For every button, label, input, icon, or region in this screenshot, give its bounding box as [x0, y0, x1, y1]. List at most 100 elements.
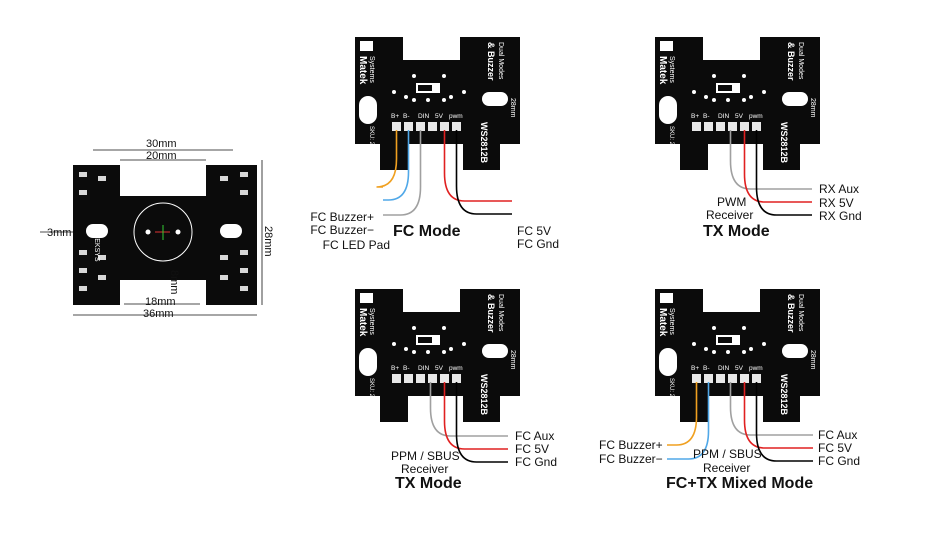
mode-title: TX Mode: [703, 223, 770, 240]
via-dot: [726, 98, 730, 102]
via-dot: [742, 326, 746, 330]
solder-pad: [716, 374, 725, 383]
matek-logo-icon: [360, 293, 373, 303]
mount-slot: [482, 344, 508, 358]
dimension-board-svg: MATEKSYS: [40, 149, 263, 316]
pin-label: pwm: [749, 113, 763, 120]
via-dot: [726, 350, 730, 354]
wire: [443, 382, 508, 450]
dim-width-18: 18mm: [145, 296, 176, 308]
via-dot: [412, 74, 416, 78]
dim-hole: 3mm: [47, 227, 72, 239]
pin-label: B+: [691, 113, 699, 120]
brand-sub: Systems: [368, 56, 375, 83]
right-label: RX Aux: [819, 182, 860, 196]
via-dot: [442, 326, 446, 330]
via-dot: [704, 95, 708, 99]
solder-pad: [752, 374, 761, 383]
matek-logo-icon: [660, 41, 673, 51]
solder-pad: [428, 374, 437, 383]
solder-pad: [392, 122, 401, 131]
dim-radius: 8mm: [168, 270, 180, 295]
silk-label: MATEKSYS: [93, 224, 100, 262]
center-label-line: Receiver: [706, 208, 754, 222]
dimension-drawing: MATEKSYS 30mm 20mm 3mm 28mm 8mm 18mm 36m…: [0, 0, 300, 330]
via-dot: [442, 98, 446, 102]
via-dot: [426, 98, 430, 102]
wire: [743, 382, 813, 449]
wire: [755, 382, 813, 462]
brand-name: Matek: [357, 308, 368, 337]
board-sku: SKU: 2812-BH: [368, 126, 374, 165]
dim-height: 28mm: [262, 226, 274, 257]
solder-pad: [440, 374, 449, 383]
via-dot: [712, 326, 716, 330]
board-title: & Buzzer: [486, 294, 496, 333]
solder-pad: [728, 122, 737, 131]
wire: [729, 382, 813, 436]
wire: [455, 130, 512, 215]
via-dot: [404, 347, 408, 351]
via-dot: [749, 95, 753, 99]
pin-label: B+: [391, 113, 399, 120]
led-indicator: [418, 337, 432, 343]
led-indicator: [718, 85, 732, 91]
matek-logo-icon: [660, 293, 673, 303]
wire: [383, 130, 422, 216]
board-sku: SKU: 2812-BH: [368, 378, 374, 417]
wire: [383, 130, 410, 201]
via-dot: [392, 90, 396, 94]
mount-slot: [359, 96, 377, 124]
mount-slot: [659, 348, 677, 376]
via-dot: [704, 347, 708, 351]
chip-name: WS2812B: [479, 374, 489, 416]
solder-pad: [416, 122, 425, 131]
center-label-line: Receiver: [401, 462, 449, 476]
mount-slot: [782, 92, 808, 106]
wire: [667, 382, 710, 460]
solder-pad: [704, 122, 713, 131]
solder-pad: [440, 122, 449, 131]
solder-pad: [416, 374, 425, 383]
via-dot: [462, 342, 466, 346]
left-label: FC LED Pad: [322, 238, 390, 252]
mode-title: FC Mode: [393, 223, 461, 240]
right-label: FC Gnd: [517, 237, 560, 251]
board-sku: SKU: 2812-BH: [668, 126, 674, 165]
pin-label: 5V: [435, 365, 444, 372]
left-label: FC Buzzer+: [310, 210, 374, 224]
wire: [376, 130, 398, 188]
center-label-line: PPM / SBUS: [391, 449, 460, 463]
chip-name: WS2812B: [479, 122, 489, 164]
via-dot: [392, 342, 396, 346]
left-label: FC Buzzer−: [310, 223, 374, 237]
center-label-line: PPM / SBUS: [693, 447, 762, 461]
wire: [667, 382, 698, 446]
solder-pad: [392, 374, 401, 383]
via-dot: [712, 350, 716, 354]
pin-label: pwm: [449, 365, 463, 372]
pin-label: B-: [703, 113, 710, 120]
via-dot: [712, 74, 716, 78]
via-dot: [449, 347, 453, 351]
pin-label: DIN: [718, 113, 730, 120]
left-label: FC Buzzer+: [599, 438, 663, 452]
solder-pad: [692, 122, 701, 131]
solder-pad: [404, 374, 413, 383]
wire: [755, 130, 812, 216]
pin-label: 5V: [735, 365, 744, 372]
mount-slot: [359, 348, 377, 376]
right-label: FC 5V: [517, 224, 552, 238]
wire: [729, 130, 812, 190]
pcb-outline: [655, 37, 820, 170]
chip-name: WS2812B: [779, 374, 789, 416]
pcb-outline: [355, 289, 520, 422]
solder-pad: [704, 374, 713, 383]
right-label: RX 5V: [819, 196, 854, 210]
right-label: FC 5V: [515, 442, 550, 456]
solder-pad: [728, 374, 737, 383]
